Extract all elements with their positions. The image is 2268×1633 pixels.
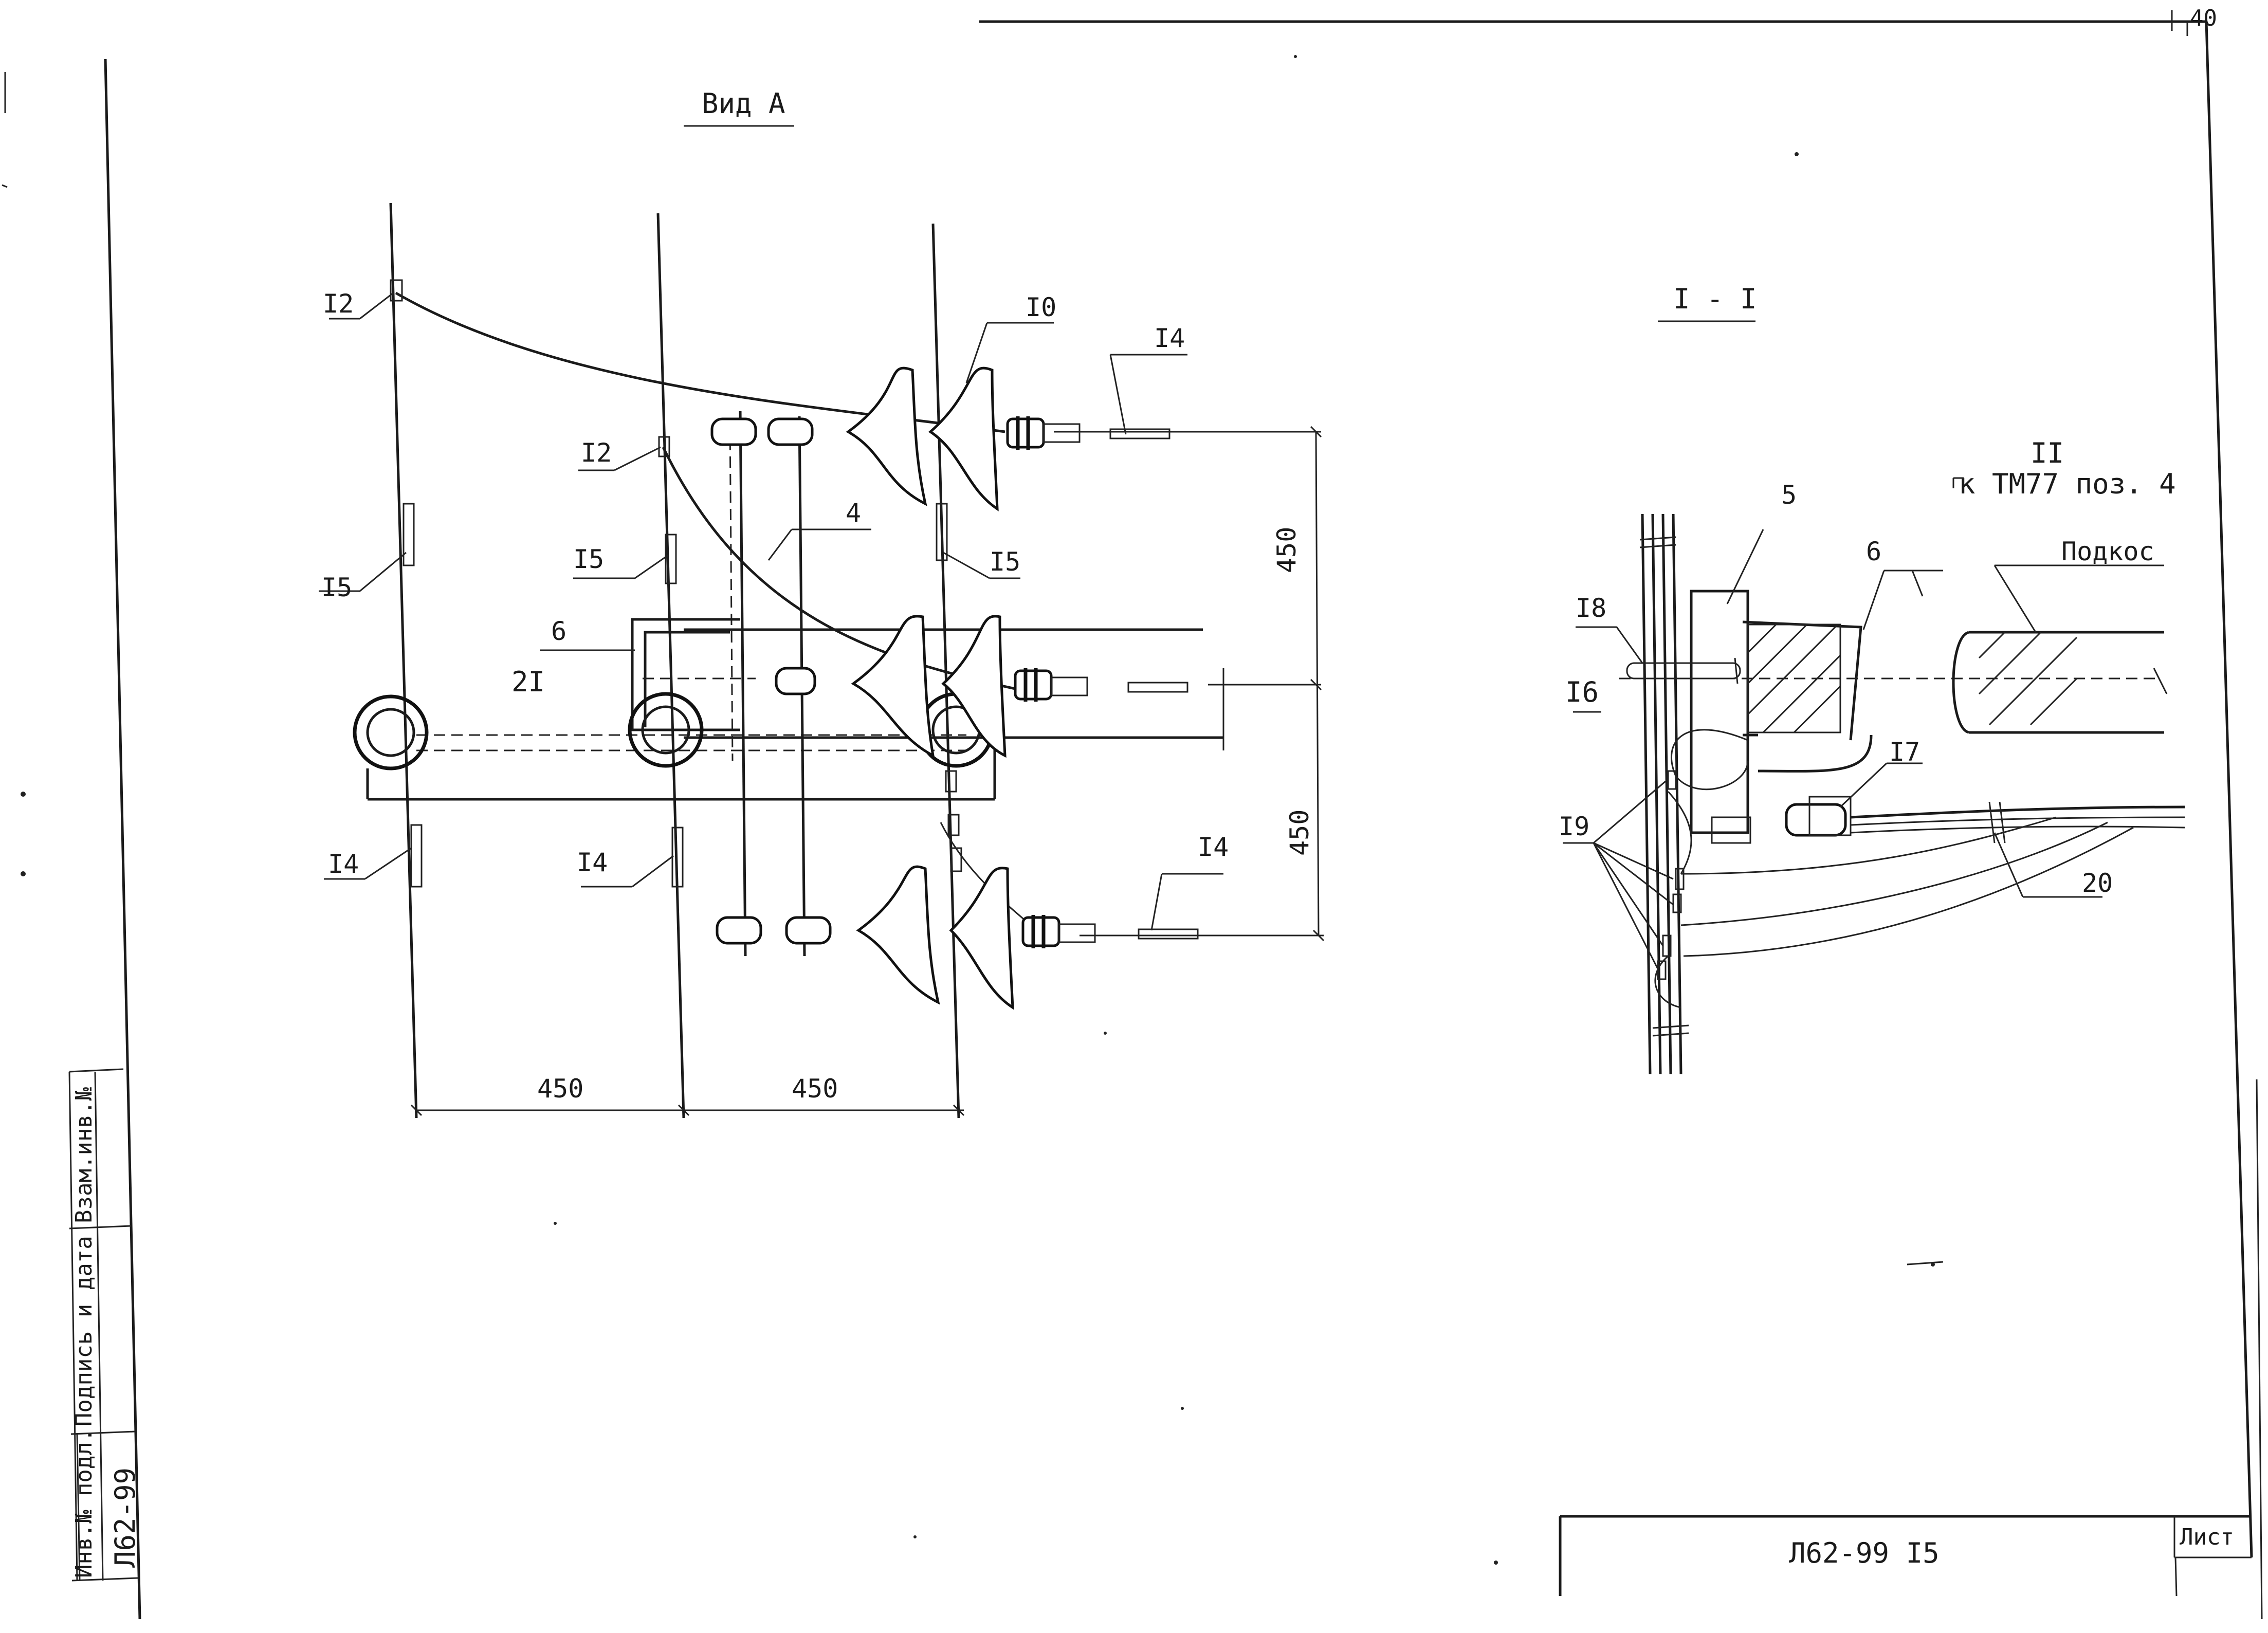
stamp-inv-value: Л62-99	[109, 1467, 141, 1568]
view-a-callout-14-left: I4	[328, 849, 359, 879]
view-a-callout-4: 4	[846, 498, 861, 528]
sheet-frame	[2, 10, 2263, 1620]
section-brace-label: Подкос	[2061, 537, 2154, 566]
section-callout-6: 6	[1866, 537, 1881, 566]
section-callout-17: I7	[1889, 737, 1920, 767]
insulator-string-middle	[775, 615, 1188, 758]
view-a-callout-14-top: I4	[1154, 323, 1185, 353]
section-callout-16: I6	[1565, 676, 1599, 708]
view-a-callout-21: 2I	[511, 666, 545, 698]
view-a-callout-12b: I2	[581, 438, 612, 468]
view-a-drawing	[319, 203, 1325, 1118]
view-a-dim-v1: 450	[1272, 527, 1302, 573]
view-a-title: Вид А	[702, 87, 785, 120]
view-a-callout-12a: I2	[323, 289, 354, 319]
insulator-string-bottom	[716, 865, 1199, 1010]
section-callout-20: 20	[2082, 868, 2113, 898]
view-a-callout-10: I0	[1026, 292, 1056, 322]
view-a-callout-15-left: I5	[321, 573, 352, 602]
view-a-callout-14-mid: I4	[577, 848, 608, 877]
title-block	[1559, 1515, 2252, 1597]
view-a-dim-h1: 450	[537, 1074, 583, 1104]
scan-noise	[21, 55, 1944, 1565]
section-drawing	[1563, 513, 2185, 1075]
insulator-string-top	[710, 366, 1170, 511]
stamp-replace-label: Взам.инв.№	[71, 1087, 97, 1223]
section-title: I - I	[1673, 283, 1757, 315]
view-a-callout-15-mid: I5	[573, 544, 604, 574]
view-a-callout-15-right: I5	[990, 547, 1020, 577]
title-block-sheet-label: Лист	[2180, 1524, 2234, 1550]
title-block-code: Л62-99 I5	[1789, 1537, 1940, 1569]
left-stamp: Взам.инв.№ Подпись и дата Инв.№ подл. Л6…	[68, 1068, 141, 1582]
section-callout-19: I9	[1559, 812, 1589, 841]
section-note-reference: к ТМ77 поз. 4	[1959, 468, 2176, 500]
section-callout-5: 5	[1781, 480, 1797, 510]
section-note-number: II	[2031, 437, 2064, 469]
view-a-callout-14-bottom: I4	[1198, 832, 1229, 862]
view-a-callout-6: 6	[551, 616, 566, 646]
corner-sheet-number: 40	[2190, 5, 2217, 31]
section-callout-18: I8	[1576, 593, 1606, 623]
view-a-dim-h2: 450	[792, 1074, 838, 1104]
stamp-inv-label: Инв.№ подл.	[71, 1428, 97, 1578]
hatched-section	[1747, 623, 1841, 733]
view-a-dim-v2: 450	[1285, 810, 1314, 856]
stamp-sign-label: Подпись и дата	[71, 1236, 97, 1426]
